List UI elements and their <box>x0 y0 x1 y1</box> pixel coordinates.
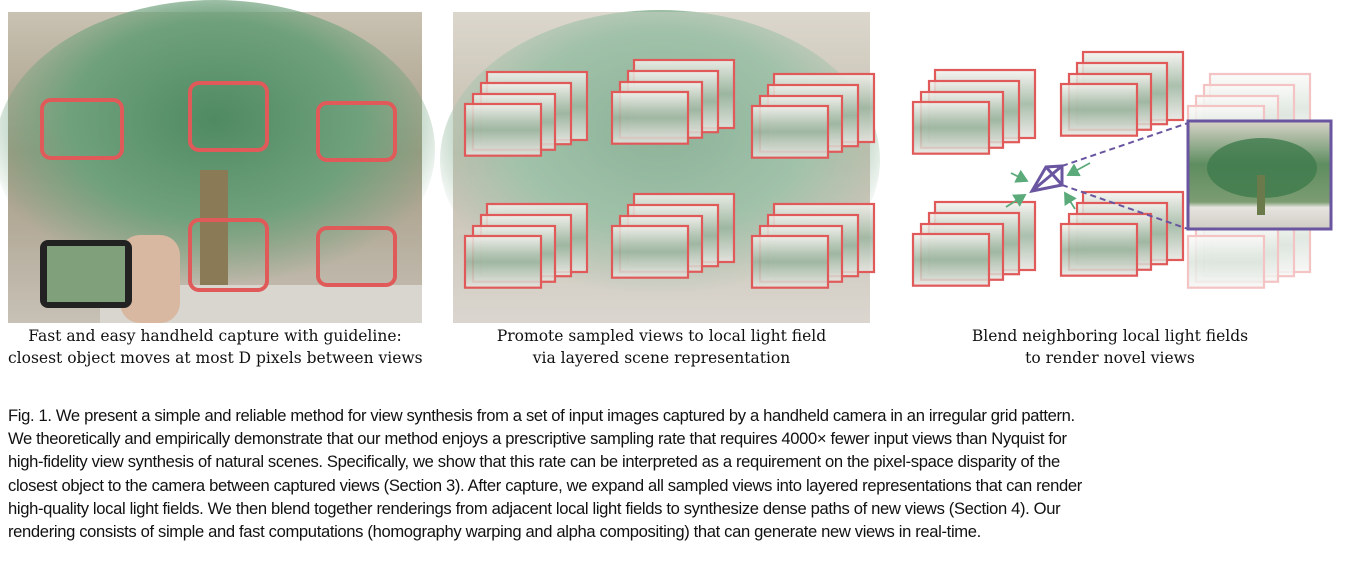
layer-frame <box>610 224 690 279</box>
light-field-stack <box>1059 190 1185 277</box>
rendered-view-inset <box>1186 119 1333 231</box>
panel-caption-blend: Blend neighboring local light fields to … <box>905 325 1315 369</box>
light-field-stack <box>1059 50 1185 137</box>
layer-frame <box>911 232 991 287</box>
caption-line: Blend neighboring local light fields <box>971 327 1249 345</box>
guideline-box <box>40 98 124 160</box>
caption-line: closest object moves at most D pixels be… <box>8 349 423 367</box>
light-field-stack <box>463 202 589 289</box>
guideline-box <box>316 226 397 287</box>
caption-line: Fast and easy handheld capture with guid… <box>28 327 402 345</box>
light-field-stack <box>750 202 876 289</box>
light-field-stack <box>610 192 736 279</box>
layer-frame <box>750 104 830 159</box>
caption-line: high-quality local light fields. We then… <box>8 498 1061 518</box>
capture-photo <box>0 0 435 323</box>
layer-frame <box>610 90 690 145</box>
figure-graphics <box>0 0 1333 323</box>
light-field-stack <box>610 58 736 145</box>
light-field-stack <box>463 70 589 157</box>
blend-diagram <box>911 50 1333 289</box>
panel-caption-capture: Fast and easy handheld capture with guid… <box>8 325 423 369</box>
layer-frame <box>911 100 991 155</box>
layer-frame <box>463 102 543 157</box>
layer-frame <box>750 234 830 289</box>
camera-icon <box>1029 164 1064 194</box>
figure-caption: Fig. 1. We present a simple and reliable… <box>8 404 1344 543</box>
caption-line: Fig. 1. We present a simple and reliable… <box>8 406 1075 425</box>
caption-line: rendering consists of simple and fast co… <box>8 522 981 542</box>
layer-frame <box>1186 234 1266 289</box>
layered-photo <box>440 10 880 323</box>
phone-in-hand <box>40 235 180 323</box>
light-field-stack <box>911 68 1037 155</box>
arrow-icons <box>1005 162 1091 210</box>
guideline-box <box>188 218 269 292</box>
caption-line: high-fidelity view synthesis of natural … <box>8 452 1060 472</box>
guideline-box <box>316 101 397 162</box>
view-frustum-lines <box>1061 122 1189 230</box>
light-field-stack <box>911 200 1037 287</box>
caption-line: Promote sampled views to local light fie… <box>496 327 827 345</box>
layer-frame <box>1059 82 1139 137</box>
light-field-stack <box>750 72 876 159</box>
layer-frame <box>463 234 543 289</box>
guideline-box <box>188 81 269 152</box>
layer-frame <box>1059 222 1139 277</box>
guideline-boxes <box>40 81 397 292</box>
caption-line: to render novel views <box>1025 349 1195 367</box>
caption-line: We theoretically and empirically demonst… <box>8 429 1067 449</box>
caption-line: via layered scene representation <box>532 349 791 367</box>
panel-caption-layered: Promote sampled views to local light fie… <box>453 325 870 369</box>
caption-line: closest object to the camera between cap… <box>8 475 1082 495</box>
